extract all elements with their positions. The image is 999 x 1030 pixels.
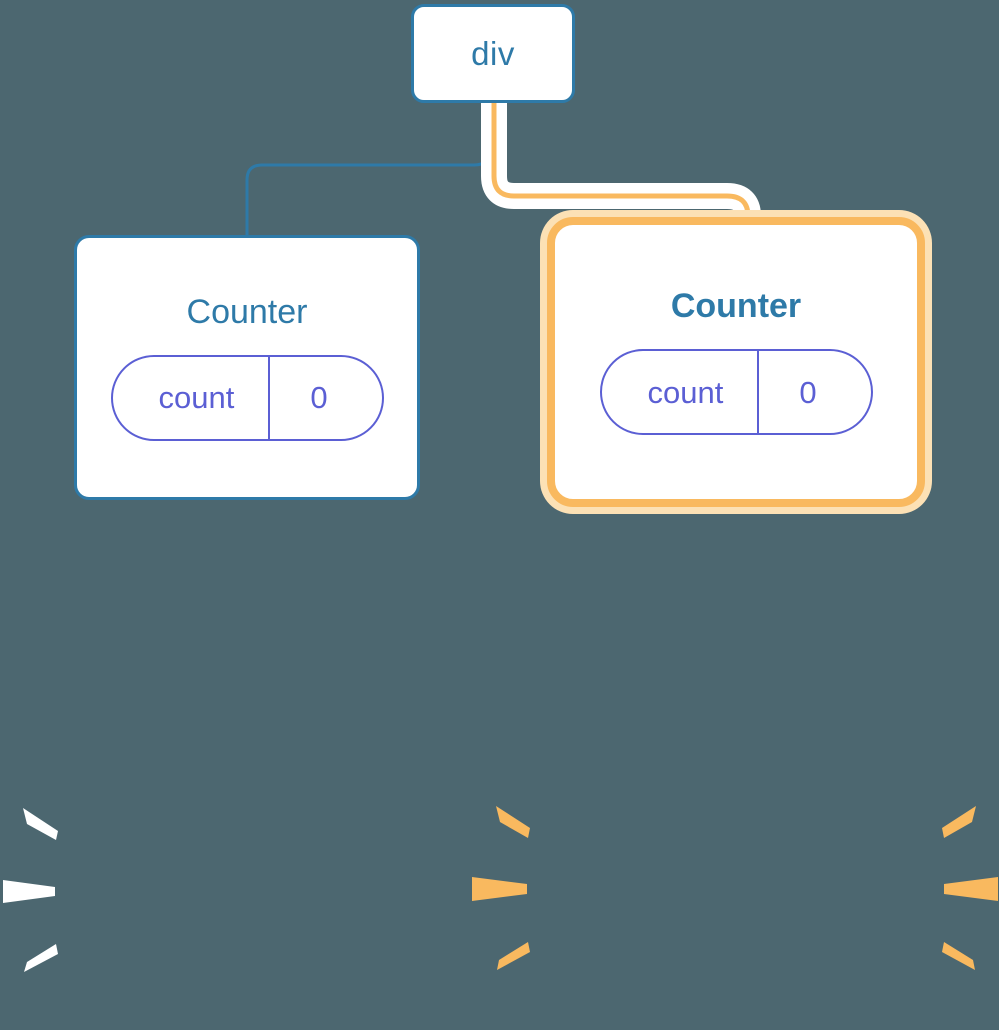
edge-div-to-counter-left (245, 103, 492, 235)
sparkle-counter-right-left (472, 806, 530, 970)
edge-div-to-counter-right (491, 103, 751, 236)
node-counter-left[interactable]: Counter count 0 (74, 235, 420, 500)
sparkle-ray-icon (472, 877, 527, 901)
sparkle-ray-icon (944, 877, 998, 901)
sparkle-layer (3, 806, 998, 972)
node-div-label: div (471, 35, 515, 72)
state-key: count (647, 374, 724, 410)
sparkle-ray-icon (497, 942, 530, 970)
sparkle-ray-icon (23, 808, 58, 840)
node-counter-right[interactable]: Counter count 0 (547, 217, 925, 507)
state-value: 0 (310, 380, 328, 415)
node-counter-right-label: Counter (670, 287, 802, 325)
state-pill-counter-left: count 0 (110, 354, 384, 441)
sparkle-ray-icon (942, 806, 976, 838)
node-div[interactable]: div (411, 4, 575, 103)
connector-layer (245, 103, 761, 236)
sparkle-ray-icon (496, 806, 530, 838)
sparkle-counter-right-right (942, 806, 998, 970)
node-counter-left-label: Counter (186, 292, 308, 331)
state-key: count (158, 380, 235, 415)
state-divider (268, 356, 271, 439)
sparkle-ray-icon (3, 880, 55, 903)
state-divider (757, 351, 760, 433)
sparkle-ray-icon (24, 944, 58, 972)
diagram-canvas: div Counter count 0 Counter count 0 (3, 4, 998, 972)
sparkle-ray-icon (942, 942, 975, 970)
state-value: 0 (799, 374, 817, 410)
sparkle-counter-left (3, 808, 58, 972)
state-pill-counter-right: count 0 (599, 349, 873, 435)
